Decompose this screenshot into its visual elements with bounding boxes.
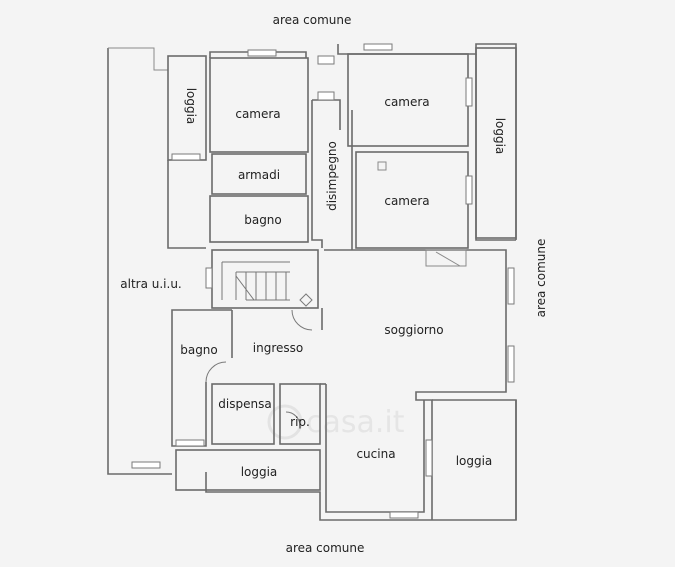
label-area-comune-bottom: area comune xyxy=(286,541,365,555)
windows xyxy=(131,43,515,519)
window xyxy=(317,91,335,101)
watermark-text: casa.it xyxy=(306,405,405,440)
label-camera-3: camera xyxy=(384,194,429,208)
doors xyxy=(205,293,313,427)
label-loggia-bottom-right: loggia xyxy=(456,454,493,468)
label-bagno-1: bagno xyxy=(244,213,282,227)
label-soggiorno: soggiorno xyxy=(384,323,443,337)
label-disimpegno: disimpegno xyxy=(325,141,339,211)
window xyxy=(465,77,473,107)
window xyxy=(465,175,473,205)
label-area-comune-right: area comune xyxy=(534,239,548,318)
staircase xyxy=(221,261,290,301)
label-camera-2: camera xyxy=(384,95,429,109)
label-dispensa: dispensa xyxy=(218,397,271,411)
window xyxy=(425,439,433,477)
label-camera-1: camera xyxy=(235,107,280,121)
window xyxy=(247,49,277,57)
window xyxy=(171,153,201,161)
window xyxy=(317,55,335,65)
label-loggia-left: loggia xyxy=(184,88,198,125)
window xyxy=(507,267,515,305)
door-swing xyxy=(285,411,301,427)
label-cucina: cucina xyxy=(356,447,395,461)
label-bagno-2: bagno xyxy=(180,343,218,357)
label-loggia-right: loggia xyxy=(493,118,507,155)
window xyxy=(389,511,419,519)
label-altra-uiu: altra u.i.u. xyxy=(120,277,181,291)
label-armadi: armadi xyxy=(238,168,280,182)
entrance-arrow-icon xyxy=(299,293,313,307)
label-ingresso: ingresso xyxy=(253,341,303,355)
label-area-comune-top: area comune xyxy=(273,13,352,27)
window xyxy=(507,345,515,383)
door-swing xyxy=(205,361,227,383)
door-swing xyxy=(291,309,313,331)
window xyxy=(363,43,393,51)
window xyxy=(205,267,213,289)
interior-walls xyxy=(167,47,517,520)
window xyxy=(175,439,205,447)
watermark-logo-icon xyxy=(267,404,303,440)
room-labels: area comune area comune area comune altr… xyxy=(120,13,548,555)
window xyxy=(131,461,161,469)
watermark: casa.it xyxy=(267,404,405,440)
label-loggia-bottom-left: loggia xyxy=(241,465,278,479)
label-rip: rip. xyxy=(290,415,310,429)
